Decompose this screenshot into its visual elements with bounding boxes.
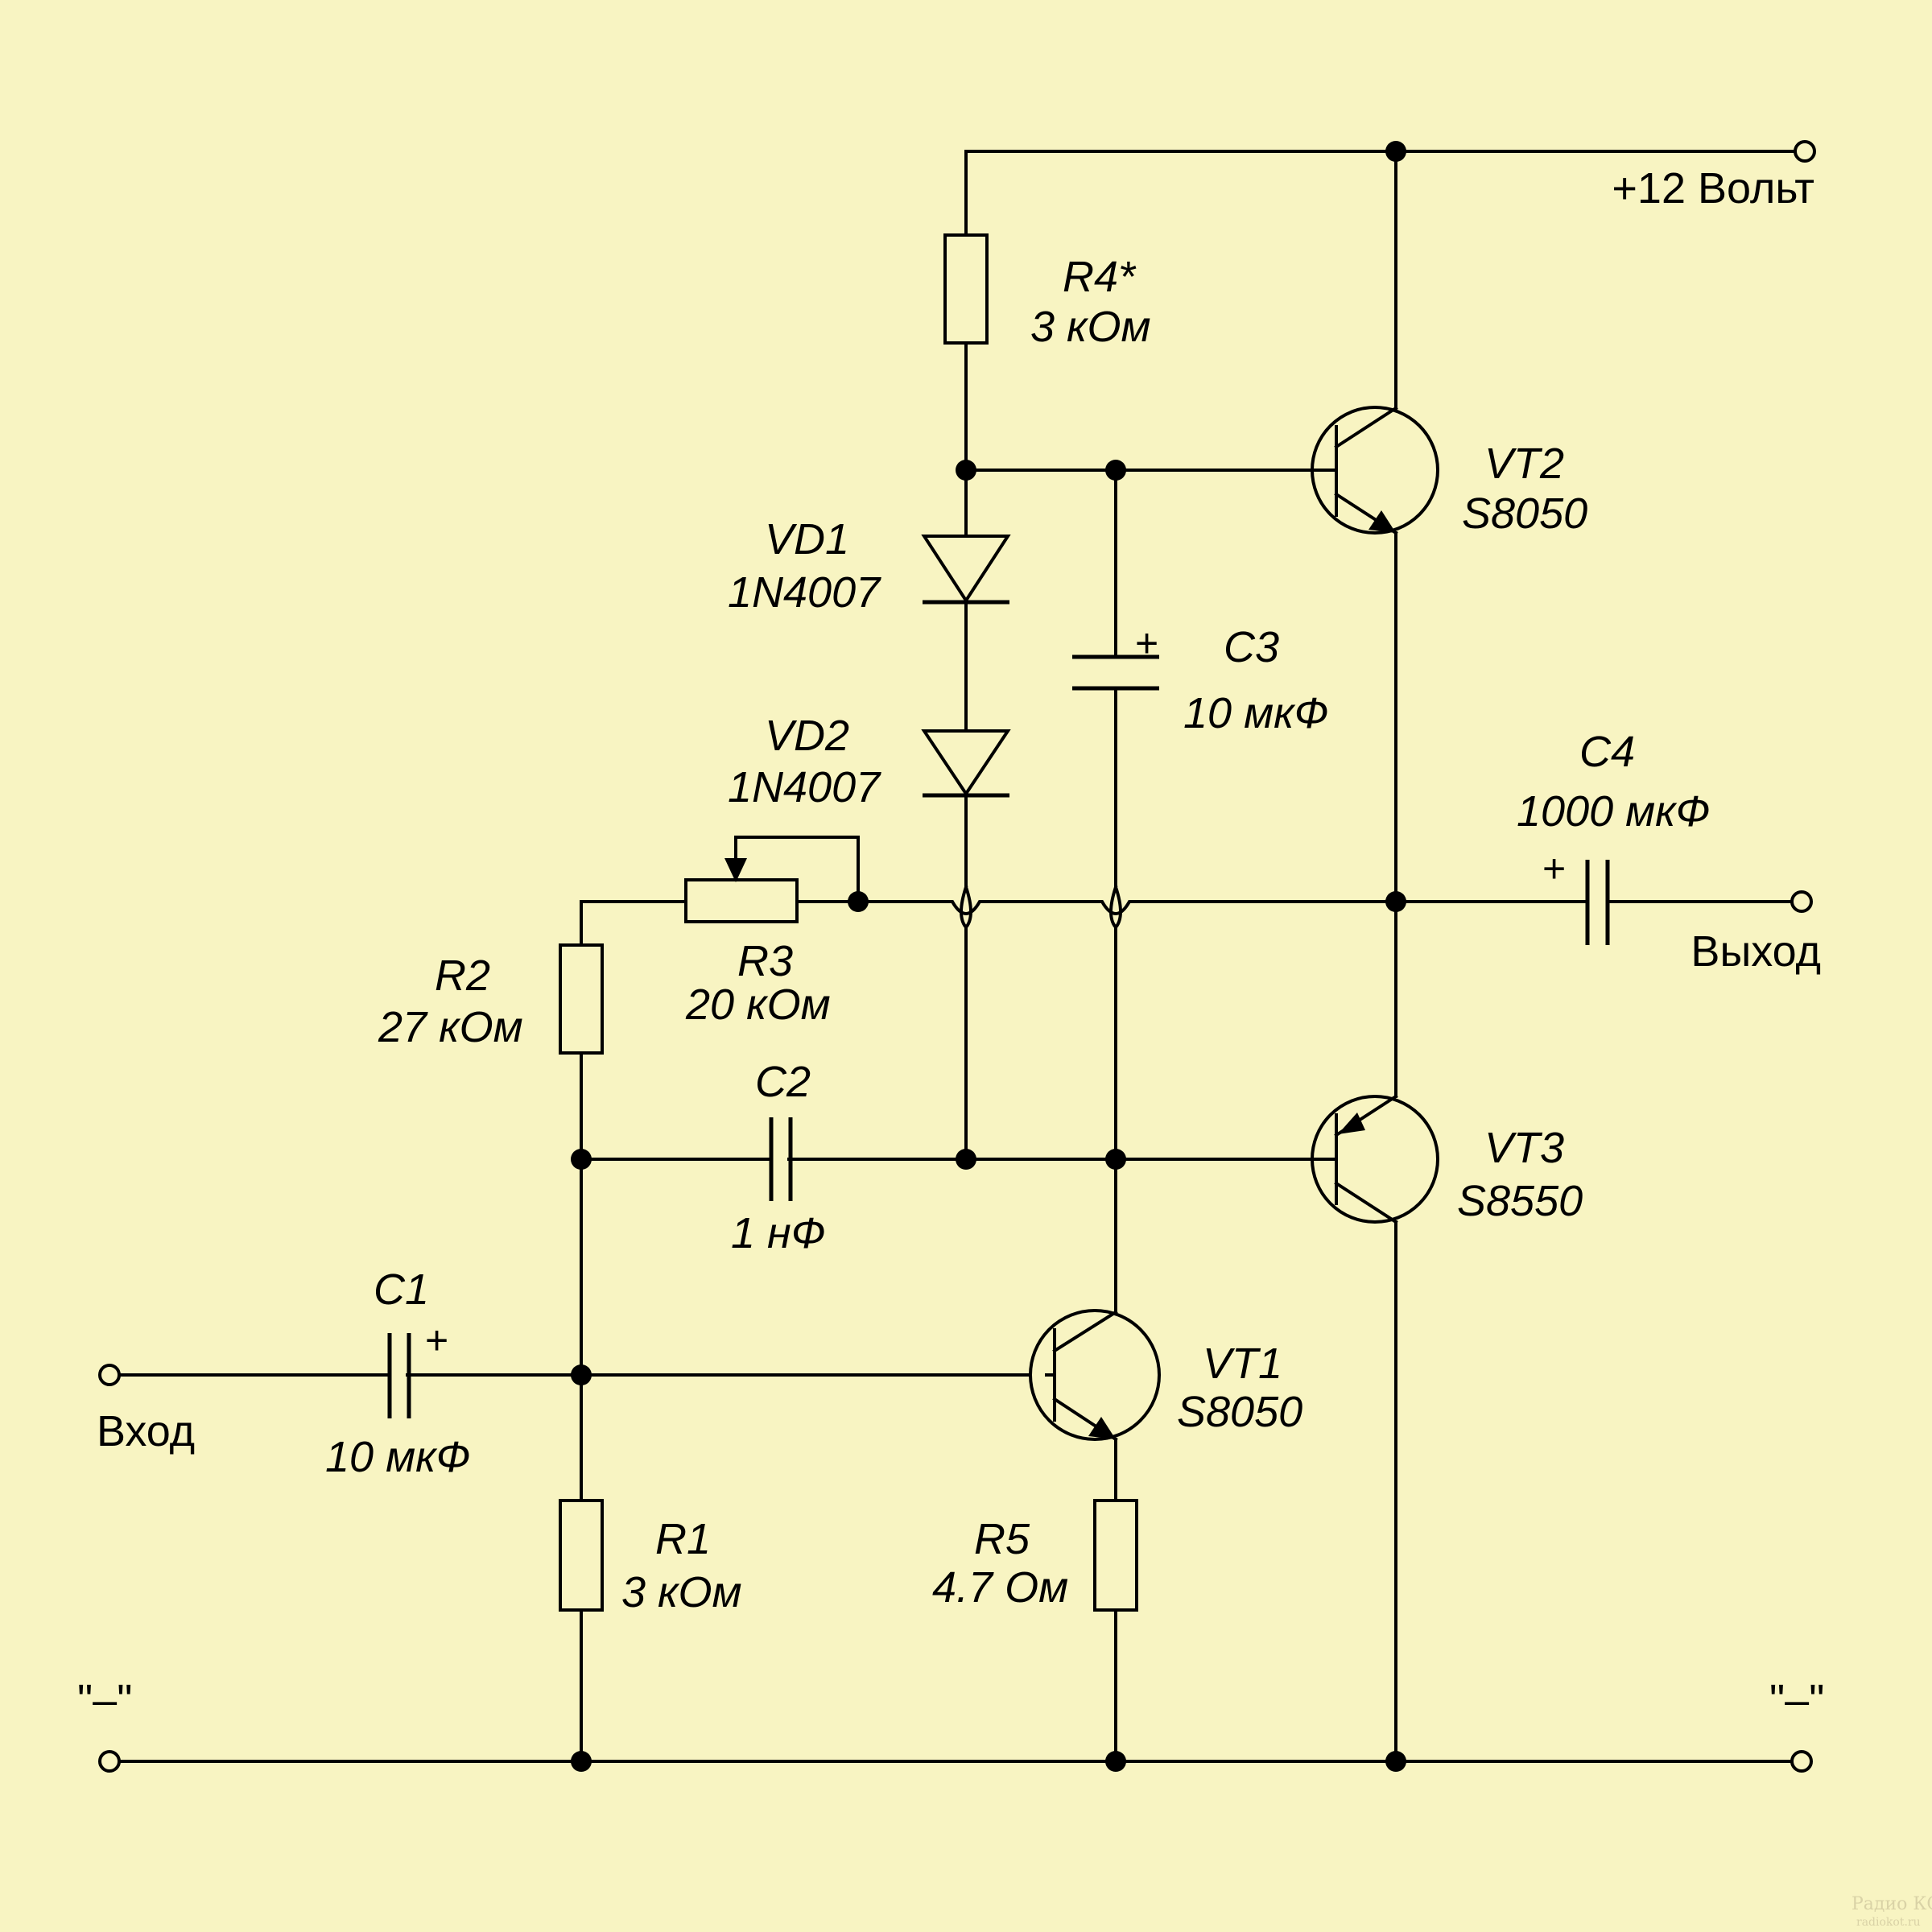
terminal-ground-right	[1790, 1750, 1813, 1773]
wires	[108, 150, 1806, 1763]
resistor-r5	[1093, 1499, 1138, 1612]
r3-value: 20 кОм	[685, 980, 831, 1029]
r1-ref: R1	[655, 1515, 711, 1563]
c1-ref: C1	[374, 1265, 429, 1314]
c4-ref: C4	[1579, 728, 1635, 776]
vd1-value: 1N4007	[728, 568, 881, 617]
r2-value: 27 кОм	[378, 1003, 523, 1051]
r3-ref: R3	[737, 937, 793, 985]
watermark-site: radiokot.ru	[1856, 1916, 1921, 1929]
vt2-ref: VT2	[1484, 440, 1564, 488]
capacitor-c4	[1585, 860, 1610, 945]
terminal-ground-left	[98, 1750, 121, 1773]
vt1-ref: VT1	[1203, 1340, 1282, 1388]
junctions	[571, 141, 1406, 1772]
c2-ref: C2	[755, 1058, 811, 1106]
capacitor-c2	[769, 1117, 793, 1201]
transistor-vt1	[1029, 1309, 1161, 1442]
transistor-vt2	[1311, 406, 1439, 535]
c1-plus-mark: +	[425, 1318, 448, 1363]
r2-ref: R2	[435, 952, 490, 1000]
r5-value: 4.7 Ом	[932, 1563, 1068, 1612]
vt3-value: S8550	[1457, 1177, 1583, 1225]
diode-vd2	[921, 729, 1011, 798]
vd2-value: 1N4007	[728, 763, 881, 811]
ground-left-label: "–"	[77, 1676, 132, 1724]
c3-ref: C3	[1224, 623, 1279, 671]
c1-value: 10 мкФ	[325, 1433, 471, 1481]
vd2-ref: VD2	[765, 712, 849, 760]
output-label: Выход	[1690, 927, 1821, 976]
terminal-input	[98, 1364, 121, 1386]
r4-ref: R4*	[1063, 253, 1137, 301]
r3-wiper-arrow	[724, 858, 747, 882]
c3-value: 10 мкФ	[1183, 689, 1329, 737]
vt2-value: S8050	[1462, 489, 1587, 538]
capacitor-c1	[387, 1333, 411, 1418]
resistor-r1	[559, 1499, 604, 1612]
resistor-r3	[684, 878, 799, 923]
resistor-r4	[943, 233, 989, 345]
c4-plus-mark: +	[1542, 846, 1566, 891]
terminal-supply	[1794, 140, 1816, 163]
diode-vd1	[921, 535, 1011, 605]
transistor-vt3	[1311, 1094, 1439, 1224]
r1-value: 3 кОм	[621, 1568, 742, 1616]
capacitor-c3	[1072, 654, 1159, 691]
r5-ref: R5	[974, 1515, 1030, 1563]
supply-label: +12 Вольт	[1612, 164, 1814, 213]
input-label: Вход	[97, 1407, 195, 1455]
terminal-output	[1790, 890, 1813, 913]
watermark-logo: Радио КОТ	[1852, 1894, 1932, 1914]
r4-value: 3 кОм	[1030, 303, 1151, 351]
c2-value: 1 нФ	[731, 1209, 826, 1257]
c3-plus-mark: +	[1135, 621, 1158, 666]
vt1-value: S8050	[1177, 1388, 1302, 1436]
vd1-ref: VD1	[765, 515, 849, 564]
c4-value: 1000 мкФ	[1517, 787, 1711, 836]
ground-right-label: "–"	[1769, 1676, 1824, 1724]
resistor-r2	[559, 943, 604, 1055]
vt3-ref: VT3	[1484, 1124, 1564, 1172]
